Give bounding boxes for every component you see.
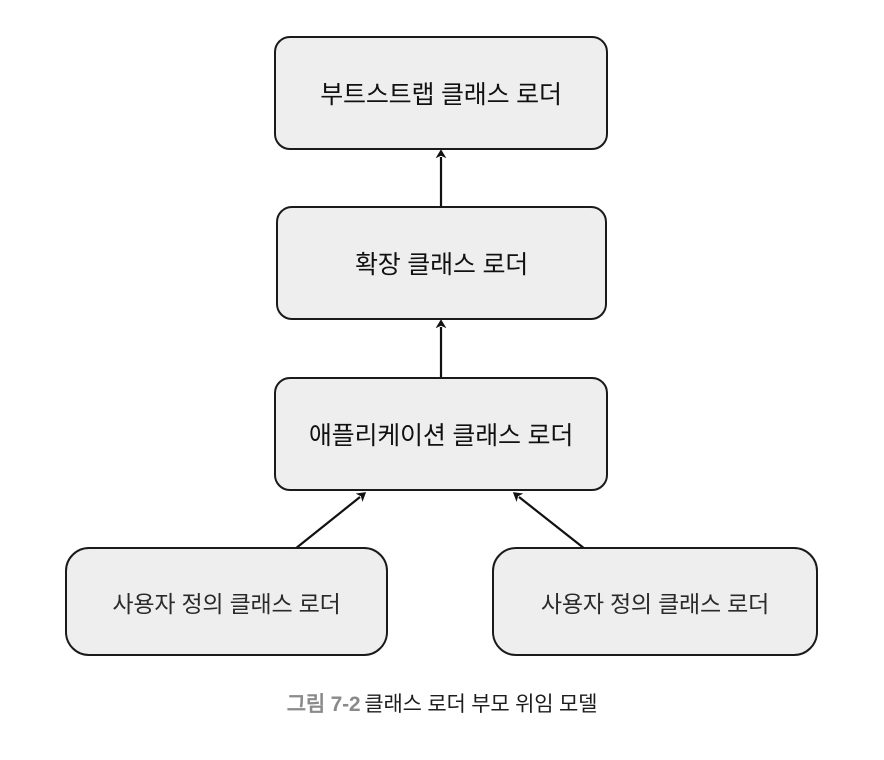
node-application-class-loader: 애플리케이션 클래스 로더 xyxy=(274,377,608,491)
node-bootstrap-class-loader: 부트스트랩 클래스 로더 xyxy=(274,36,608,150)
node-user-defined-class-loader-right-label: 사용자 정의 클래스 로더 xyxy=(540,590,770,617)
node-user-defined-class-loader-left-label: 사용자 정의 클래스 로더 xyxy=(112,590,341,617)
node-application-class-loader-label: 애플리케이션 클래스 로더 xyxy=(308,422,574,450)
node-extension-class-loader-label: 확장 클래스 로더 xyxy=(354,251,529,279)
edge-user-right-to-application xyxy=(512,492,586,550)
node-user-defined-class-loader-left: 사용자 정의 클래스 로더 xyxy=(65,547,388,656)
node-user-defined-class-loader-right: 사용자 정의 클래스 로더 xyxy=(492,547,818,656)
node-bootstrap-class-loader-label: 부트스트랩 클래스 로더 xyxy=(320,81,562,109)
figure-caption-number: 그림 7-2 xyxy=(286,693,361,716)
figure-caption-text: 클래스 로더 부모 위임 모델 xyxy=(364,693,598,716)
edge-user-left-to-application xyxy=(294,492,367,550)
node-extension-class-loader: 확장 클래스 로더 xyxy=(276,206,607,320)
